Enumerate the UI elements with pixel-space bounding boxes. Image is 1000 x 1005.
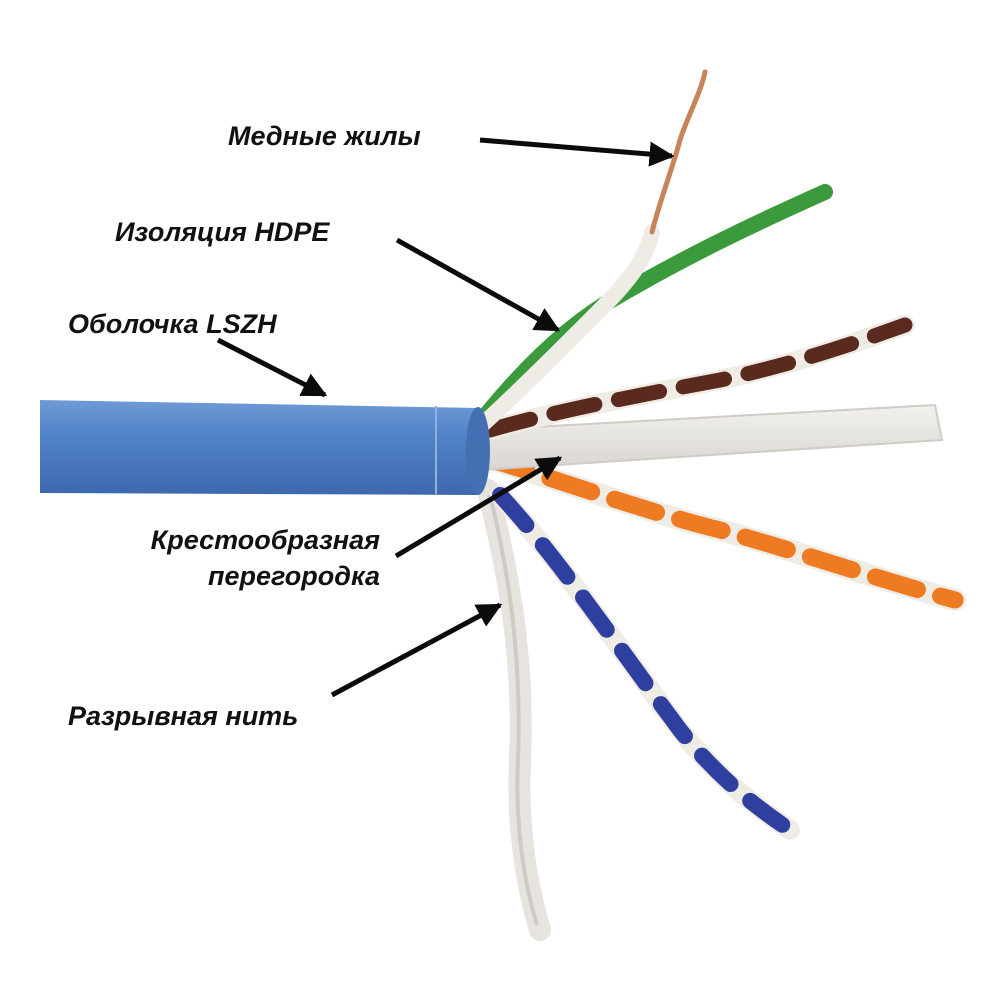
label-separator-line2: перегородка	[208, 561, 380, 591]
label-copper-cores: Медные жилы	[228, 121, 421, 151]
brown-pair	[480, 315, 915, 440]
cable-jacket	[40, 400, 490, 495]
ripcord-thread-shade	[488, 494, 539, 926]
arrow-insulation	[395, 237, 561, 333]
arrow-cross-separator	[394, 455, 563, 559]
label-separator-line1: Крестообразная	[150, 525, 380, 555]
label-jacket: Оболочка LSZH	[68, 309, 277, 339]
orange-pair	[474, 447, 966, 611]
label-insulation: Изоляция HDPE	[115, 217, 330, 247]
label-ripcord: Разрывная нить	[68, 701, 299, 731]
ripcord-thread	[477, 479, 551, 941]
arrow-ripcord	[330, 602, 503, 698]
arrow-copper-cores	[479, 137, 675, 167]
copper-core	[649, 69, 708, 235]
green-pair	[474, 184, 833, 433]
arrow-jacket	[216, 337, 328, 398]
blue-pair	[490, 485, 800, 840]
